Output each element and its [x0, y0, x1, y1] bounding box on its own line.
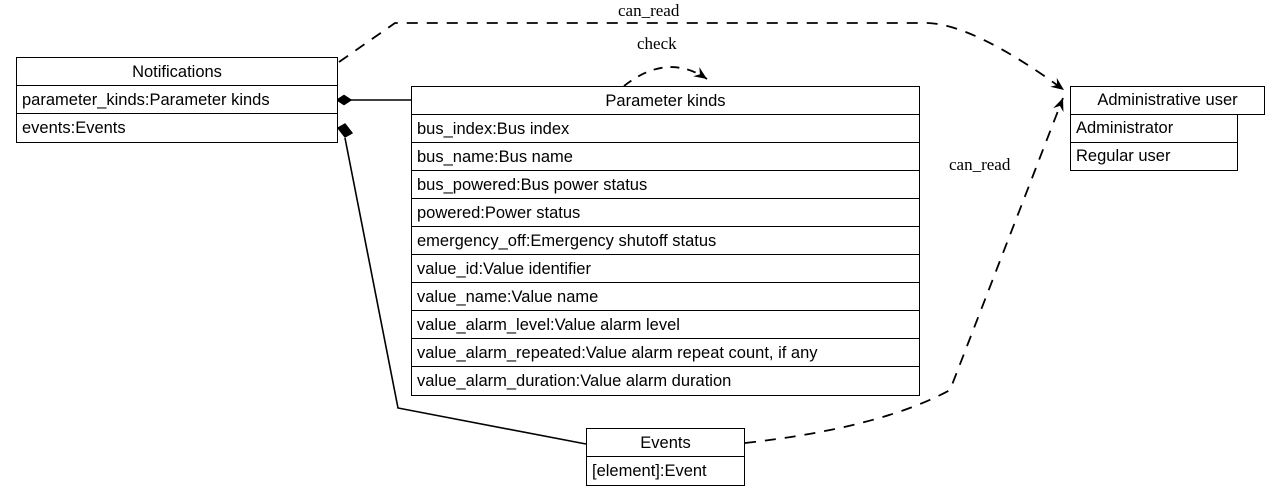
class-attribute-row: powered:Power status: [412, 199, 919, 227]
class-title-administrative-user: Administrative user: [1070, 86, 1265, 115]
class-title-notifications: Notifications: [17, 58, 337, 86]
edge-label-can-read-bottom: can_read: [949, 155, 1011, 174]
class-attribute-row: [element]:Event: [592, 462, 707, 480]
class-attribute-row: Administrator: [1070, 115, 1238, 143]
class-box-notifications[interactable]: Notifications parameter_kinds:Parameter …: [16, 57, 338, 143]
edge-label-check: check: [637, 34, 677, 53]
class-attribute-row: bus_index:Bus index: [412, 115, 919, 143]
class-attribute-row: value_alarm_level:Value alarm level: [412, 311, 919, 339]
class-attribute-row: value_id:Value identifier: [412, 255, 919, 283]
class-attribute-row: events:Events: [22, 119, 126, 137]
class-box-administrative-user[interactable]: Administrative user Administrator Regula…: [1070, 86, 1265, 171]
class-attribute-row: bus_name:Bus name: [412, 143, 919, 171]
class-box-parameter-kinds[interactable]: Parameter kinds bus_index:Bus index bus_…: [411, 86, 920, 396]
edge-check: [623, 66, 708, 87]
edge-label-can-read-top: can_read: [618, 1, 680, 20]
class-attribute-row: value_name:Value name: [412, 283, 919, 311]
class-box-events[interactable]: Events [element]:Event: [586, 428, 745, 486]
class-attribute-row: value_alarm_duration:Value alarm duratio…: [417, 372, 732, 390]
class-attribute-row: bus_powered:Bus power status: [412, 171, 919, 199]
class-title-parameter-kinds: Parameter kinds: [412, 87, 919, 115]
class-attribute-row: parameter_kinds:Parameter kinds: [17, 86, 337, 114]
edge-can-read-top: [338, 22, 1065, 91]
class-title-events: Events: [587, 429, 744, 457]
edge-notifications-parameterkinds: [335, 94, 411, 106]
class-attribute-row: emergency_off:Emergency shutoff status: [412, 227, 919, 255]
class-attribute-row: value_alarm_repeated:Value alarm repeat …: [412, 339, 919, 367]
class-attribute-row: Regular user: [1070, 143, 1238, 171]
